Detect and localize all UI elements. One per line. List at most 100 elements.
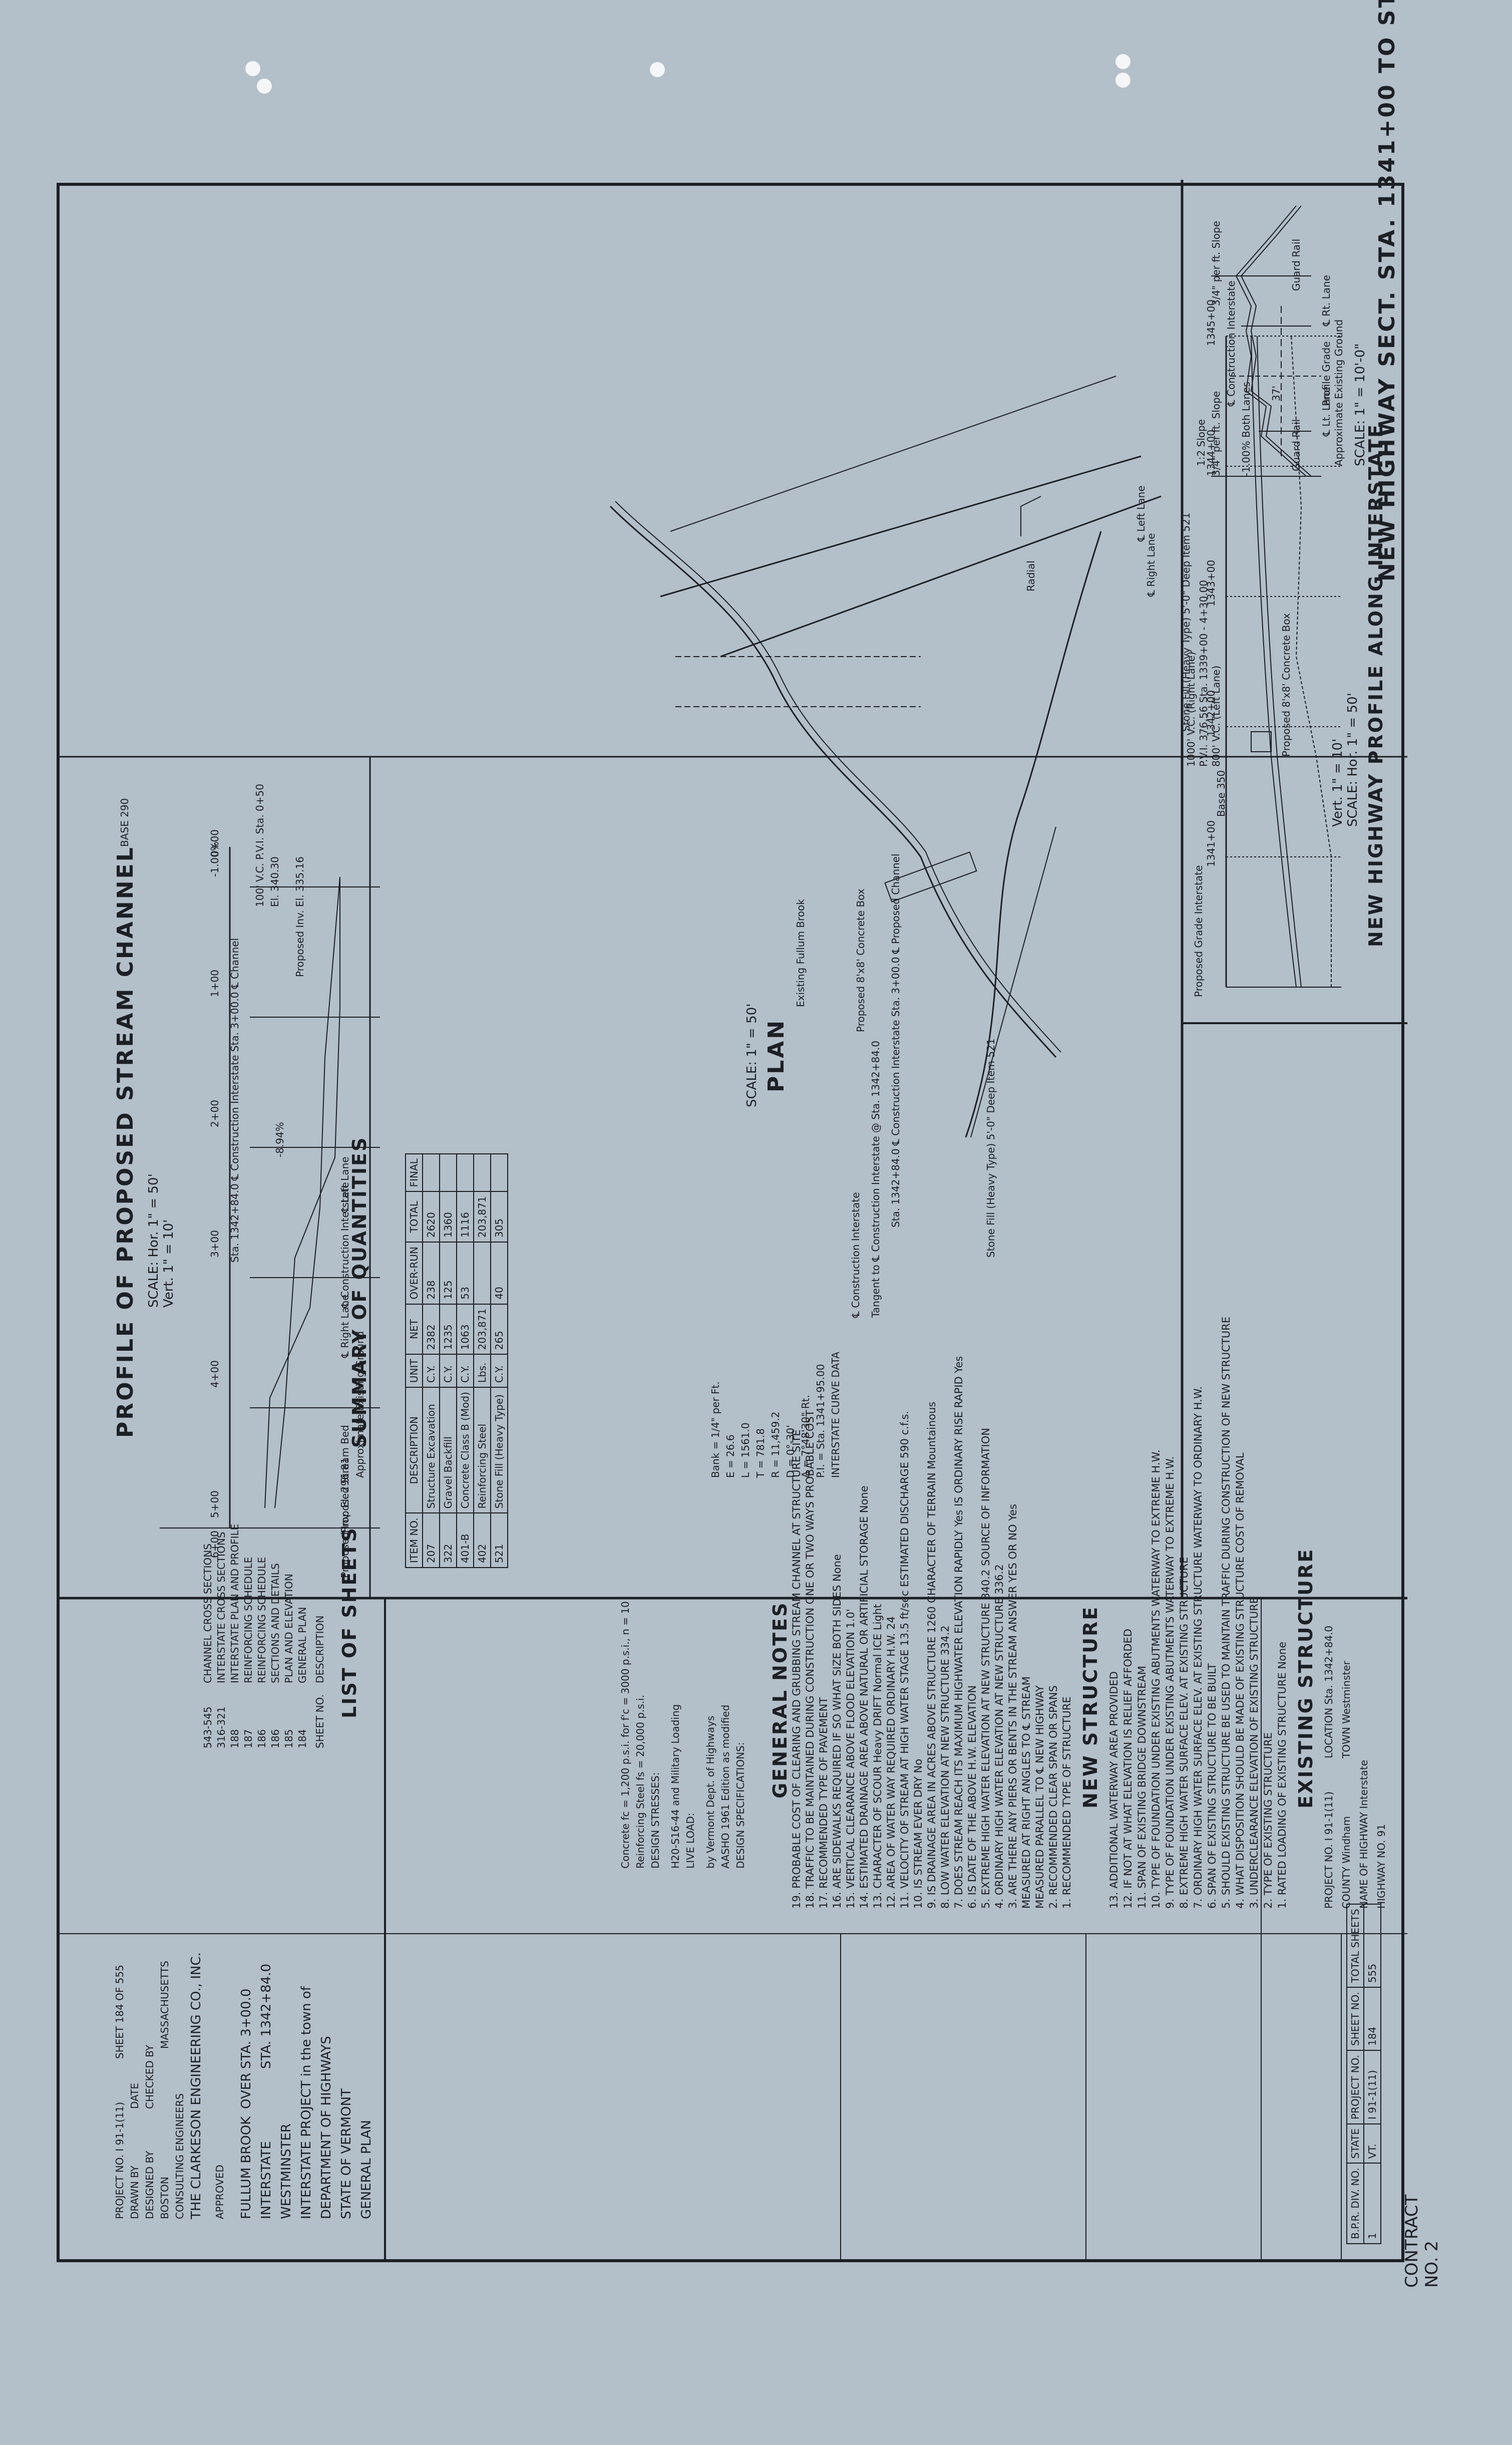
stream-sta-3: 3+00: [209, 1230, 221, 1258]
ex-item-11: 12. IF NOT AT WHAT ELEVATION IS RELIEF A…: [1122, 1629, 1134, 1909]
curve-r: R = 11,459.2: [770, 1411, 782, 1478]
tb-drawn: DRAWN BY: [129, 2165, 141, 2219]
ex-item-10: 11. SPAN OF EXISTING BRIDGE DOWNSTREAM: [1136, 1666, 1148, 1909]
summary-header-row: ITEM NO. DESCRIPTION UNIT NET OVER-RUN T…: [406, 1154, 423, 1568]
table-row: B.P.R. DIV. NO. STATE PROJECT NO. SHEET …: [1347, 1904, 1364, 2244]
cell: 555: [1364, 1904, 1381, 1988]
cell: [457, 1154, 474, 1192]
tb-sheet: SHEET 184 OF 555: [114, 1965, 126, 2059]
plan-box: Proposed 8'x8' Concrete Box: [855, 888, 867, 1032]
cell: SHEET NO.: [1347, 1987, 1364, 2050]
profile-pvi-left-sta: P.V.I. 376.56 Sta. 1339+00 - 4+30.00: [1198, 580, 1210, 767]
curve-pi: P.I. = Sta. 1341+95.00: [815, 1364, 827, 1478]
table-row: 1 VT. I 91-1(11) 184 555: [1364, 1904, 1381, 2244]
ex-item-9: 10. TYPE OF FOUNDATION UNDER EXISTING AB…: [1150, 1449, 1162, 1909]
plan-existing-brook: Existing Fullum Brook: [795, 899, 807, 1007]
notes-spec: DESIGN SPECIFICATIONS:: [734, 1742, 746, 1869]
new-structure-title: NEW STRUCTURE: [1079, 1605, 1101, 1808]
sheets-no-0: 184: [296, 1729, 308, 1748]
notes-spec2: by Vermont Dept. of Highways: [704, 1715, 716, 1869]
cell: [474, 1154, 491, 1192]
sheets-no-4: 187: [242, 1729, 254, 1748]
cell: 305: [491, 1191, 508, 1243]
highway-profile-drawing: [1225, 336, 1341, 988]
sheets-no-3: 186: [256, 1729, 268, 1748]
new-item-0: 1. RECOMMENDED TYPE OF STRUCTURE: [1061, 1696, 1073, 1909]
section-dim-37: 37': [1270, 386, 1282, 401]
profile-sta-4: 1345+00: [1205, 299, 1217, 346]
new-item-13: 12. AREA OF WATER WAY REQUIRED ORDINARY …: [885, 1616, 897, 1909]
summary-h-net: NET: [406, 1304, 423, 1355]
tb-project: INTERSTATE PROJECT in the town of: [299, 1986, 314, 2219]
cell: Lbs.: [474, 1354, 491, 1388]
plan-title: PLAN: [764, 1018, 789, 1092]
new-item-4: 3. ARE THERE ANY PIERS OR BENTS IN THE S…: [1007, 1503, 1019, 1909]
cell: C.Y.: [457, 1354, 474, 1388]
cell: STATE: [1347, 2124, 1364, 2164]
cell: 2382: [423, 1304, 440, 1355]
sheets-h-desc: DESCRIPTION: [314, 1615, 326, 1683]
profile-proposed-grade: Proposed Grade Interstate: [1193, 865, 1205, 997]
summary-table: ITEM NO. DESCRIPTION UNIT NET OVER-RUN T…: [405, 1153, 508, 1568]
profile-sta-0: 1341+00: [1205, 820, 1217, 867]
profile-sta-1: 1342+00: [1205, 690, 1217, 737]
profile-sta-2: 1343+00: [1205, 559, 1217, 606]
section-slope-ratio: 1:2 Slope: [1195, 419, 1207, 466]
cell: 53: [457, 1242, 474, 1304]
cell: 40: [491, 1242, 508, 1304]
section-guard-rail-right: Guard Rail: [1290, 238, 1302, 291]
notes-live1: H20-S16-44 and Military Loading: [669, 1704, 681, 1869]
curve-title: INTERSTATE CURVE DATA: [830, 1352, 842, 1478]
tb-company: THE CLARKESON ENGINEERING CO., INC.: [189, 1952, 204, 2219]
tb-interstate: INTERSTATE: [259, 2141, 274, 2219]
profile-box-label: Proposed 8'x8' Concrete Box: [1280, 613, 1292, 757]
cell: Stone Fill (Heavy Type): [491, 1387, 508, 1513]
new-item-7: 6. IS DATE OF THE ABOVE H.W. ELEVATION: [966, 1685, 978, 1909]
cell: Reinforcing Steel: [474, 1387, 491, 1513]
sheets-no-2: 186: [269, 1729, 281, 1748]
cell: C.Y.: [423, 1354, 440, 1388]
new-item-19: 18. TRAFFIC TO BE MAINTAINED DURING CONS…: [804, 1410, 816, 1909]
cell: 184: [1364, 1987, 1381, 2050]
cell: B.P.R. DIV. NO.: [1347, 2163, 1364, 2244]
profile-grade-label: -1.00% Both Lanes: [1240, 382, 1252, 476]
plan-tangent-2: ℄ Construction Interstate: [850, 1192, 862, 1318]
tb-checked: CHECKED BY: [144, 2045, 156, 2109]
highway-section-drawing: [1211, 205, 1321, 477]
stream-profile-drawing: [160, 847, 380, 1529]
plan-callout: Sta. 1342+84.0 ℄ Construction Interstate…: [890, 853, 902, 1228]
plan-stone-fill-1: Stone Fill (Heavy Type) 5'-0" Deep Item …: [1180, 512, 1192, 732]
new-item-15: 14. ESTIMATED DRAINAGE AREA ABOVE NATURA…: [858, 1485, 870, 1909]
cell: [440, 1154, 457, 1192]
cell: 1235: [440, 1304, 457, 1355]
new-item-14: 13. CHARACTER OF SCOUR Heavy DRIFT Norma…: [872, 1604, 884, 1909]
cell: 2620: [423, 1191, 440, 1243]
section-profile-grade: Profile Grade: [1320, 341, 1332, 406]
sheets-desc-5: INTERSTATE PLAN AND PROFILE: [229, 1523, 241, 1683]
new-item-3: MEASURED AT RIGHT ANGLES TO ℄ STREAM: [1020, 1676, 1032, 1909]
project-header-table: B.P.R. DIV. NO. STATE PROJECT NO. SHEET …: [1346, 1904, 1381, 2244]
punch-hole: [1115, 54, 1130, 69]
stream-grade2: -8.94%: [274, 1122, 286, 1157]
notes-spec1: AASHO 1961 Edition as modified: [719, 1704, 731, 1869]
new-item-5: 4. ORDINARY HIGH WATER ELEVATION AT NEW …: [993, 1564, 1005, 1909]
summary-h-final: FINAL: [406, 1154, 423, 1192]
drawing-linework: [60, 180, 1407, 2259]
title-block-lines: [60, 1598, 1407, 2259]
cell: 402: [474, 1513, 491, 1568]
tb-general-plan: GENERAL PLAN: [359, 2120, 374, 2219]
summary-h-desc: DESCRIPTION: [406, 1387, 423, 1513]
sheets-no-5: 188: [229, 1729, 241, 1748]
profile-base: Base 350: [1215, 770, 1227, 817]
stream-proposed-inv: Proposed Inv. El. 335.16: [294, 856, 306, 977]
summary-title: SUMMARY OF QUANTITIES: [348, 1136, 370, 1448]
tb-brook: FULLUM BROOK: [239, 2116, 254, 2219]
section-guard-rail-left: Guard Rail: [1290, 419, 1302, 471]
cell: 1116: [457, 1191, 474, 1243]
new-item-9: 8. LOW WATER ELEVATION AT NEW STRUCTURE …: [939, 1625, 951, 1909]
sheets-desc-2: SECTIONS AND DETAILS: [269, 1563, 281, 1683]
